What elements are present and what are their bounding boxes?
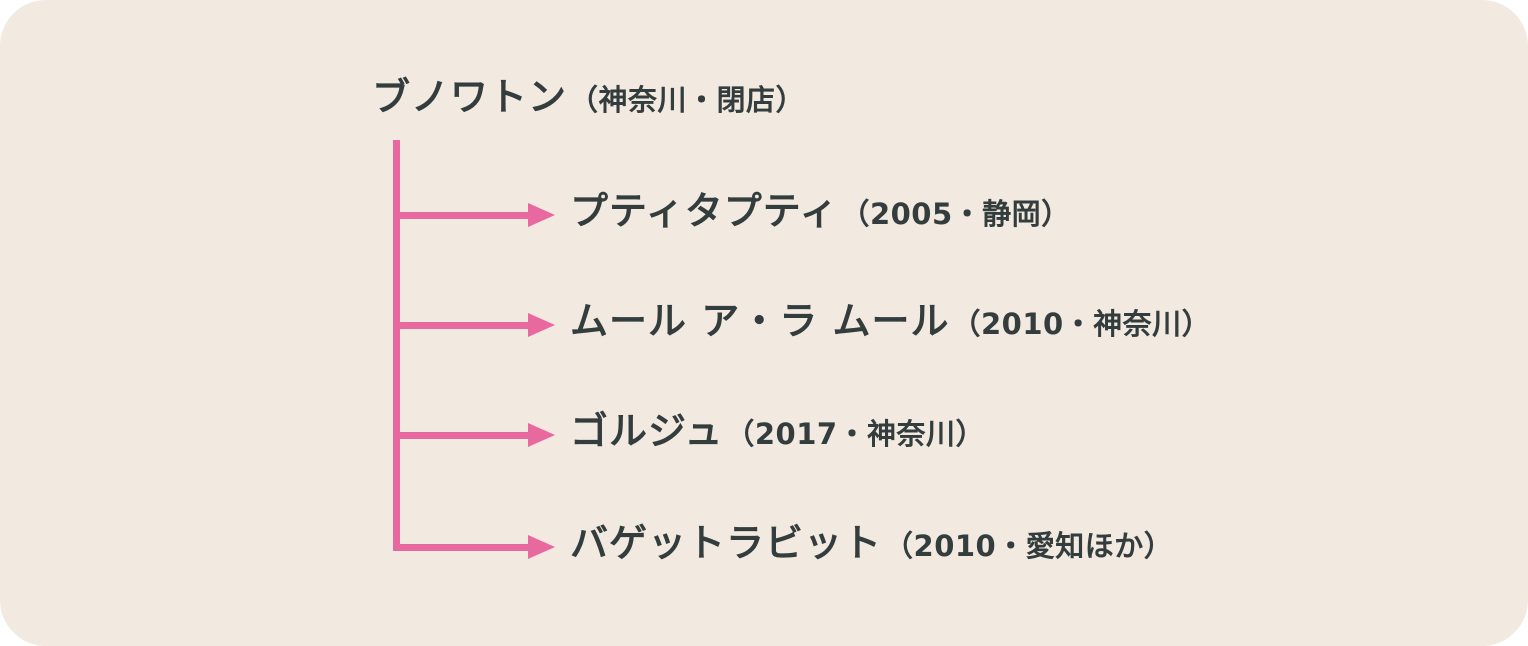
branch-connector-line bbox=[397, 432, 528, 439]
child-node-name: ゴルジュ bbox=[570, 409, 724, 453]
root-node-label: ブノワトン （神奈川・閉店） bbox=[372, 75, 806, 120]
child-node-label: ゴルジュ （2017・神奈川） bbox=[570, 409, 986, 454]
root-node-name: ブノワトン bbox=[372, 75, 568, 119]
arrowhead-icon bbox=[528, 203, 555, 227]
branch-connector-line bbox=[397, 322, 528, 329]
child-node-note: （2017・神奈川） bbox=[725, 417, 986, 451]
child-node-label: ムール ア・ラ ムール （2010・神奈川） bbox=[570, 299, 1212, 344]
child-node-note: （2010・神奈川） bbox=[951, 307, 1212, 341]
arrowhead-icon bbox=[528, 423, 555, 447]
child-node-name: ムール ア・ラ ムール bbox=[570, 299, 950, 343]
root-node-note: （神奈川・閉店） bbox=[569, 83, 806, 117]
child-node-note: （2010・愛知ほか） bbox=[884, 529, 1174, 563]
child-node-name: プティタプティ bbox=[570, 189, 839, 233]
child-node-name: バゲットラビット bbox=[570, 521, 883, 565]
arrowhead-icon bbox=[528, 313, 555, 337]
branch-connector-line bbox=[397, 212, 528, 219]
child-node-note: （2005・静岡） bbox=[840, 197, 1071, 231]
trunk-line bbox=[393, 140, 400, 551]
arrowhead-icon bbox=[528, 535, 555, 559]
branch-connector-line bbox=[397, 544, 528, 551]
child-node-label: プティタプティ （2005・静岡） bbox=[570, 189, 1071, 234]
child-node-label: バゲットラビット （2010・愛知ほか） bbox=[570, 521, 1174, 566]
